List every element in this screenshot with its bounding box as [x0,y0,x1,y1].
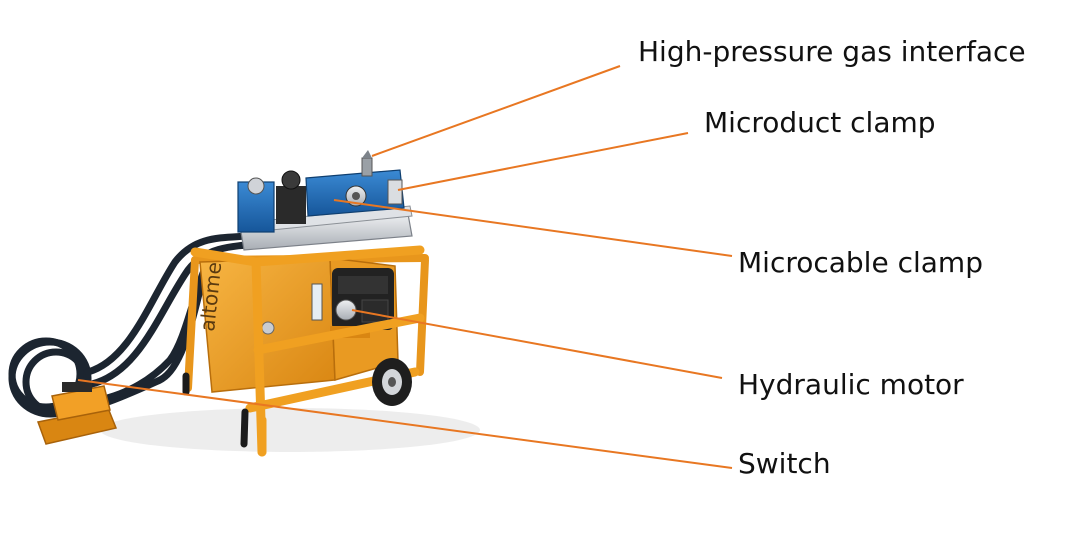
pedal-switch [36,382,118,445]
leader-hydraulic-motor [351,309,723,379]
leader-gas-interface [371,65,621,157]
frame-front [190,245,425,457]
label-switch: Switch [738,447,831,480]
label-microcable-clamp: Microcable clamp [738,246,983,279]
label-hydraulic-motor: Hydraulic motor [738,368,964,401]
leader-microduct-clamp [397,132,689,191]
gas-interface-nozzle [361,157,373,177]
label-gas-interface: High-pressure gas interface [638,35,1026,68]
wheel [372,358,412,406]
leader-switch [77,379,733,469]
clamp-assembly [237,150,413,251]
ground-shadow [100,408,480,452]
label-microduct-clamp: Microduct clamp [704,106,936,139]
sight-glass [311,283,323,321]
leader-lines [77,65,733,469]
leader-microcable-clamp [333,199,733,257]
frame-feet [182,372,249,448]
roller-block [276,186,306,224]
